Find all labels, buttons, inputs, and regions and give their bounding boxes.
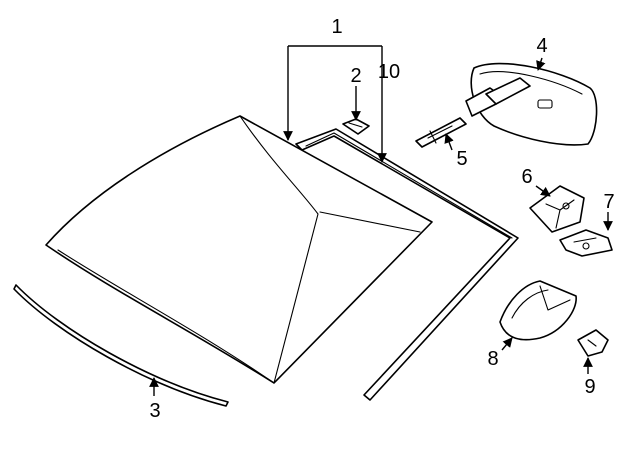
windshield-glass [45,115,433,384]
callout-8: 8 [487,348,498,370]
callout-7: 7 [603,191,614,213]
rear-view-mirror [465,62,598,146]
mirror-bracket [342,118,370,135]
callout-10: 10 [378,61,400,83]
lower-molding-strip [13,284,229,407]
callout-9: 9 [584,376,595,398]
windshield-seal [295,128,519,401]
callout-3: 3 [149,400,160,422]
callout-6: 6 [521,166,532,188]
leader-lines [149,45,613,396]
wire-clip [415,117,467,148]
callout-2: 2 [350,65,361,87]
callout-labels: 1 2 3 4 5 6 7 8 9 10 [149,16,614,422]
callout-1: 1 [331,16,342,38]
callout-5: 5 [456,148,467,170]
retaining-clip [577,329,609,357]
mounting-plate [559,229,613,257]
callout-4: 4 [536,35,547,57]
rain-sensor-cover [499,280,577,341]
sensor-bracket [529,185,585,233]
